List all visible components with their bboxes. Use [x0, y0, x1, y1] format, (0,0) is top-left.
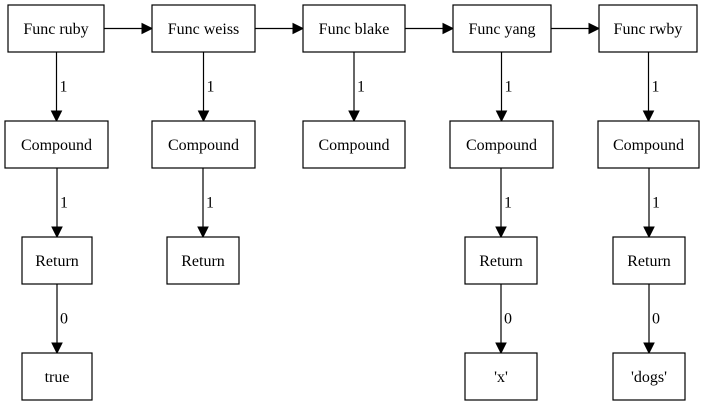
node-label: Func ruby: [23, 21, 88, 38]
return-node-yang: Return: [464, 236, 538, 285]
compound-node-yang: Compound: [449, 120, 554, 169]
node-box: [464, 236, 538, 285]
node-label: Return: [479, 253, 523, 270]
edge-func_blake-to-compound_blake: [348, 52, 360, 123]
edge-return_ruby-to-value_ruby: [51, 284, 63, 355]
arrowhead: [197, 226, 209, 239]
node-box: [612, 352, 686, 401]
edge-func_yang-to-func_rwby: [551, 22, 601, 35]
node-label: 'x': [494, 369, 508, 386]
node-box: [166, 236, 240, 285]
node-label: Func weiss: [168, 21, 240, 38]
edge-func_ruby-to-compound_ruby: [50, 52, 63, 123]
func-node-yang: Func yang: [452, 4, 552, 53]
value-node-rwby: 'dogs': [612, 352, 686, 401]
arrowhead: [292, 22, 305, 35]
arrowhead: [442, 22, 455, 35]
node-label: Func rwby: [614, 21, 683, 38]
edge-label: 0: [652, 311, 660, 328]
return-node-rwby: Return: [612, 236, 686, 285]
node-box: [21, 352, 93, 401]
arrowhead: [642, 110, 655, 123]
node-label: Compound: [318, 137, 389, 154]
arrowhead: [495, 110, 508, 123]
arrowhead: [643, 342, 655, 355]
node-box: [302, 120, 406, 169]
edge-compound_rwby-to-return_rwby: [643, 168, 655, 239]
edges-layer: [50, 22, 655, 355]
value-node-yang: 'x': [464, 352, 538, 401]
compound-node-ruby: Compound: [4, 120, 109, 169]
func-node-weiss: Func weiss: [151, 4, 256, 53]
func-node-blake: Func blake: [302, 4, 406, 53]
arrowhead: [141, 22, 154, 35]
compound-node-weiss: Compound: [151, 120, 256, 169]
node-label: Compound: [613, 137, 684, 154]
nodes-layer: Func ruby Func weiss Func blake Func yang Fu…: [4, 4, 700, 401]
node-box: [464, 352, 538, 401]
arrowhead: [588, 22, 601, 35]
edge-compound_weiss-to-return_weiss: [197, 168, 209, 239]
node-label: Func blake: [319, 21, 390, 38]
edge-label: 1: [60, 195, 68, 212]
edge-label: 1: [357, 79, 365, 96]
edge-compound_yang-to-return_yang: [495, 168, 507, 239]
edge-label: 1: [652, 195, 660, 212]
node-label: Compound: [466, 137, 537, 154]
edge-label: 0: [504, 311, 512, 328]
arrowhead: [50, 110, 63, 123]
arrowhead: [495, 342, 507, 355]
node-box: [21, 236, 93, 285]
edge-label: 1: [504, 195, 512, 212]
edge-func_rwby-to-compound_rwby: [642, 52, 655, 123]
node-label: 'dogs': [631, 369, 667, 386]
edge-label: 1: [505, 79, 513, 96]
edge-func_ruby-to-func_weiss: [104, 22, 154, 35]
func-node-ruby: Func ruby: [7, 4, 105, 53]
edge-label: 1: [207, 79, 215, 96]
arrowhead: [51, 226, 63, 239]
edge-label: 1: [206, 195, 214, 212]
func-node-rwby: Func rwby: [598, 4, 698, 53]
node-box: [7, 4, 105, 53]
arrowhead: [51, 342, 63, 355]
edge-func_yang-to-compound_yang: [495, 52, 508, 123]
edge-label: 0: [60, 311, 68, 328]
node-box: [612, 236, 686, 285]
node-box: [151, 120, 256, 169]
node-box: [449, 120, 554, 169]
edge-func_blake-to-func_yang: [405, 22, 455, 35]
node-box: [4, 120, 109, 169]
node-label: Compound: [168, 137, 239, 154]
compound-node-rwby: Compound: [597, 120, 700, 169]
node-label: Compound: [21, 137, 92, 154]
edge-compound_ruby-to-return_ruby: [51, 168, 63, 239]
node-box: [151, 4, 256, 53]
arrowhead: [348, 110, 360, 123]
node-box: [302, 4, 406, 53]
edge-func_weiss-to-func_blake: [255, 22, 305, 35]
node-label: Return: [35, 253, 79, 270]
node-label: true: [45, 369, 70, 386]
node-box: [597, 120, 700, 169]
edge-func_weiss-to-compound_weiss: [197, 52, 210, 123]
node-label: Return: [627, 253, 671, 270]
return-node-weiss: Return: [166, 236, 240, 285]
return-node-ruby: Return: [21, 236, 93, 285]
edge-label: 1: [652, 79, 660, 96]
edge-return_yang-to-value_yang: [495, 284, 507, 355]
edge-return_rwby-to-value_rwby: [643, 284, 655, 355]
node-box: [452, 4, 552, 53]
arrowhead: [495, 226, 507, 239]
node-box: [598, 4, 698, 53]
edge-label: 1: [60, 79, 68, 96]
node-label: Return: [181, 253, 225, 270]
node-label: Func yang: [468, 21, 535, 38]
arrowhead: [643, 226, 655, 239]
arrowhead: [197, 110, 210, 123]
value-node-ruby: true: [21, 352, 93, 401]
compound-node-blake: Compound: [302, 120, 406, 169]
